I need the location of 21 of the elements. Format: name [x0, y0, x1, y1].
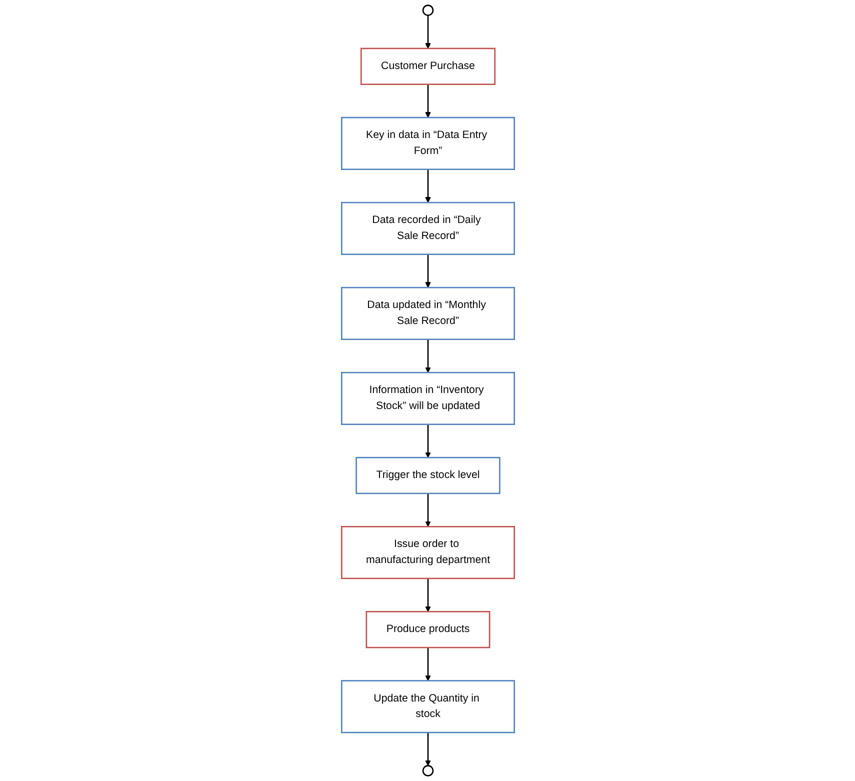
node-box: Produce products [365, 610, 490, 648]
node-box: Issue order to manufacturing department [340, 526, 514, 580]
arrow [424, 578, 430, 612]
arrow [424, 169, 430, 203]
arrow [424, 339, 430, 373]
arrow [424, 493, 430, 527]
arrow [424, 732, 430, 766]
node-box: Key in data in “Data Entry Form” [340, 116, 514, 170]
arrow [424, 424, 430, 458]
node-box: Information in “Inventory Stock” will be updated [340, 372, 514, 426]
arrow [424, 84, 430, 118]
node-box: Data updated in “Monthly Sale Record” [340, 286, 514, 340]
node-box: Customer Purchase [360, 48, 496, 85]
arrow [424, 254, 430, 288]
node-box: Update the Quantity in stock [340, 680, 514, 734]
node-circle [422, 765, 434, 776]
node-box: Data recorded in “Daily Sale Record” [340, 202, 514, 256]
node-circle [422, 4, 434, 16]
arrow [424, 15, 430, 49]
arrow [424, 648, 430, 681]
node-box: Trigger the stock level [355, 456, 500, 494]
